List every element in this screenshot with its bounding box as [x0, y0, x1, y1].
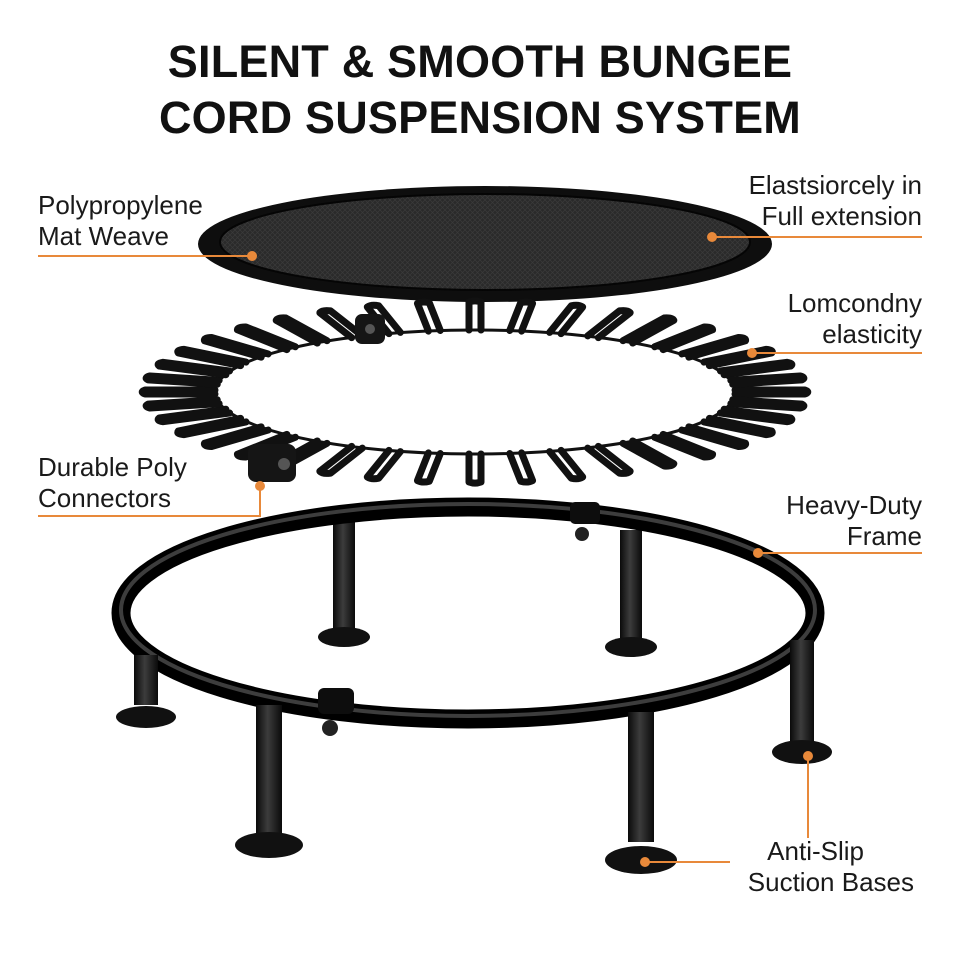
bungee-loop [546, 446, 587, 483]
bungee-loop [700, 414, 776, 439]
connector-clip-left [248, 444, 296, 482]
bungee-loop [727, 372, 808, 388]
bungee-loop [413, 298, 444, 335]
bungee-loop [154, 405, 234, 426]
bungee-loop [678, 333, 750, 361]
bungee-loop [651, 430, 717, 461]
callout-frame [753, 548, 922, 558]
bungee-loop [200, 423, 272, 451]
callout-elasticity [747, 348, 922, 358]
bungee-cord-ring [138, 297, 812, 487]
bungee-loop [413, 449, 444, 486]
callout-extension [707, 232, 922, 242]
page-title: SILENT & SMOOTH BUNGEE CORD SUSPENSION S… [0, 34, 960, 146]
callouts [38, 232, 922, 867]
bungee-loop [233, 323, 299, 354]
label-poly-connectors: Durable Poly Connectors [38, 452, 187, 513]
leg-front-mid-left [235, 705, 303, 858]
leg-back-left [318, 520, 370, 647]
leg-front-right [772, 640, 832, 764]
label-heavy-duty-frame: Heavy-Duty Frame [786, 490, 922, 551]
bungee-loop [174, 345, 250, 370]
label-full-extension: Elastsiorcely in Full extension [748, 170, 922, 231]
leg-back-right [605, 530, 657, 657]
bungee-loop [174, 414, 250, 439]
bungee-loop [716, 358, 796, 379]
bungee-loop [233, 430, 299, 461]
bungee-loop [584, 307, 634, 342]
bungee-loop [316, 307, 366, 342]
callout-connectors [38, 481, 265, 517]
label-elasticity: Lomcondny elasticity [787, 288, 922, 349]
bungee-loop [716, 405, 796, 426]
bungee-loop [138, 386, 219, 398]
bungee-loop [363, 301, 404, 338]
title-line-1: SILENT & SMOOTH BUNGEE [167, 36, 793, 87]
bungee-loop [316, 442, 366, 477]
bungee-loop [584, 442, 634, 477]
title-line-2: CORD SUSPENSION SYSTEM [158, 92, 801, 143]
bungee-loop [142, 372, 223, 388]
frame [111, 497, 832, 874]
bungee-loop [727, 396, 808, 412]
bungee-loop [465, 297, 485, 334]
bungee-loop [651, 323, 717, 354]
bungee-loop [506, 449, 537, 486]
bungee-loop [154, 358, 234, 379]
label-suction-bases: Anti-Slip Suction Bases [747, 836, 914, 897]
bungee-loop [731, 386, 812, 398]
bungee-loop [546, 301, 587, 338]
leg-front-mid-right [605, 712, 677, 874]
bungee-loop [678, 423, 750, 451]
bungee-loop [142, 396, 223, 412]
callout-bases [640, 751, 813, 867]
leg-front-left [116, 655, 176, 728]
callout-mat [38, 251, 257, 261]
bungee-loop [200, 333, 272, 361]
connector-clip-top [355, 314, 385, 344]
bungee-loop [272, 314, 331, 347]
mat [198, 186, 772, 302]
label-mat-weave: Polypropylene Mat Weave [38, 190, 203, 251]
bungee-loop [619, 314, 678, 347]
bungee-loop [363, 446, 404, 483]
bungee-loop [465, 450, 485, 487]
bungee-loop [506, 298, 537, 335]
bungee-loop [619, 437, 678, 470]
